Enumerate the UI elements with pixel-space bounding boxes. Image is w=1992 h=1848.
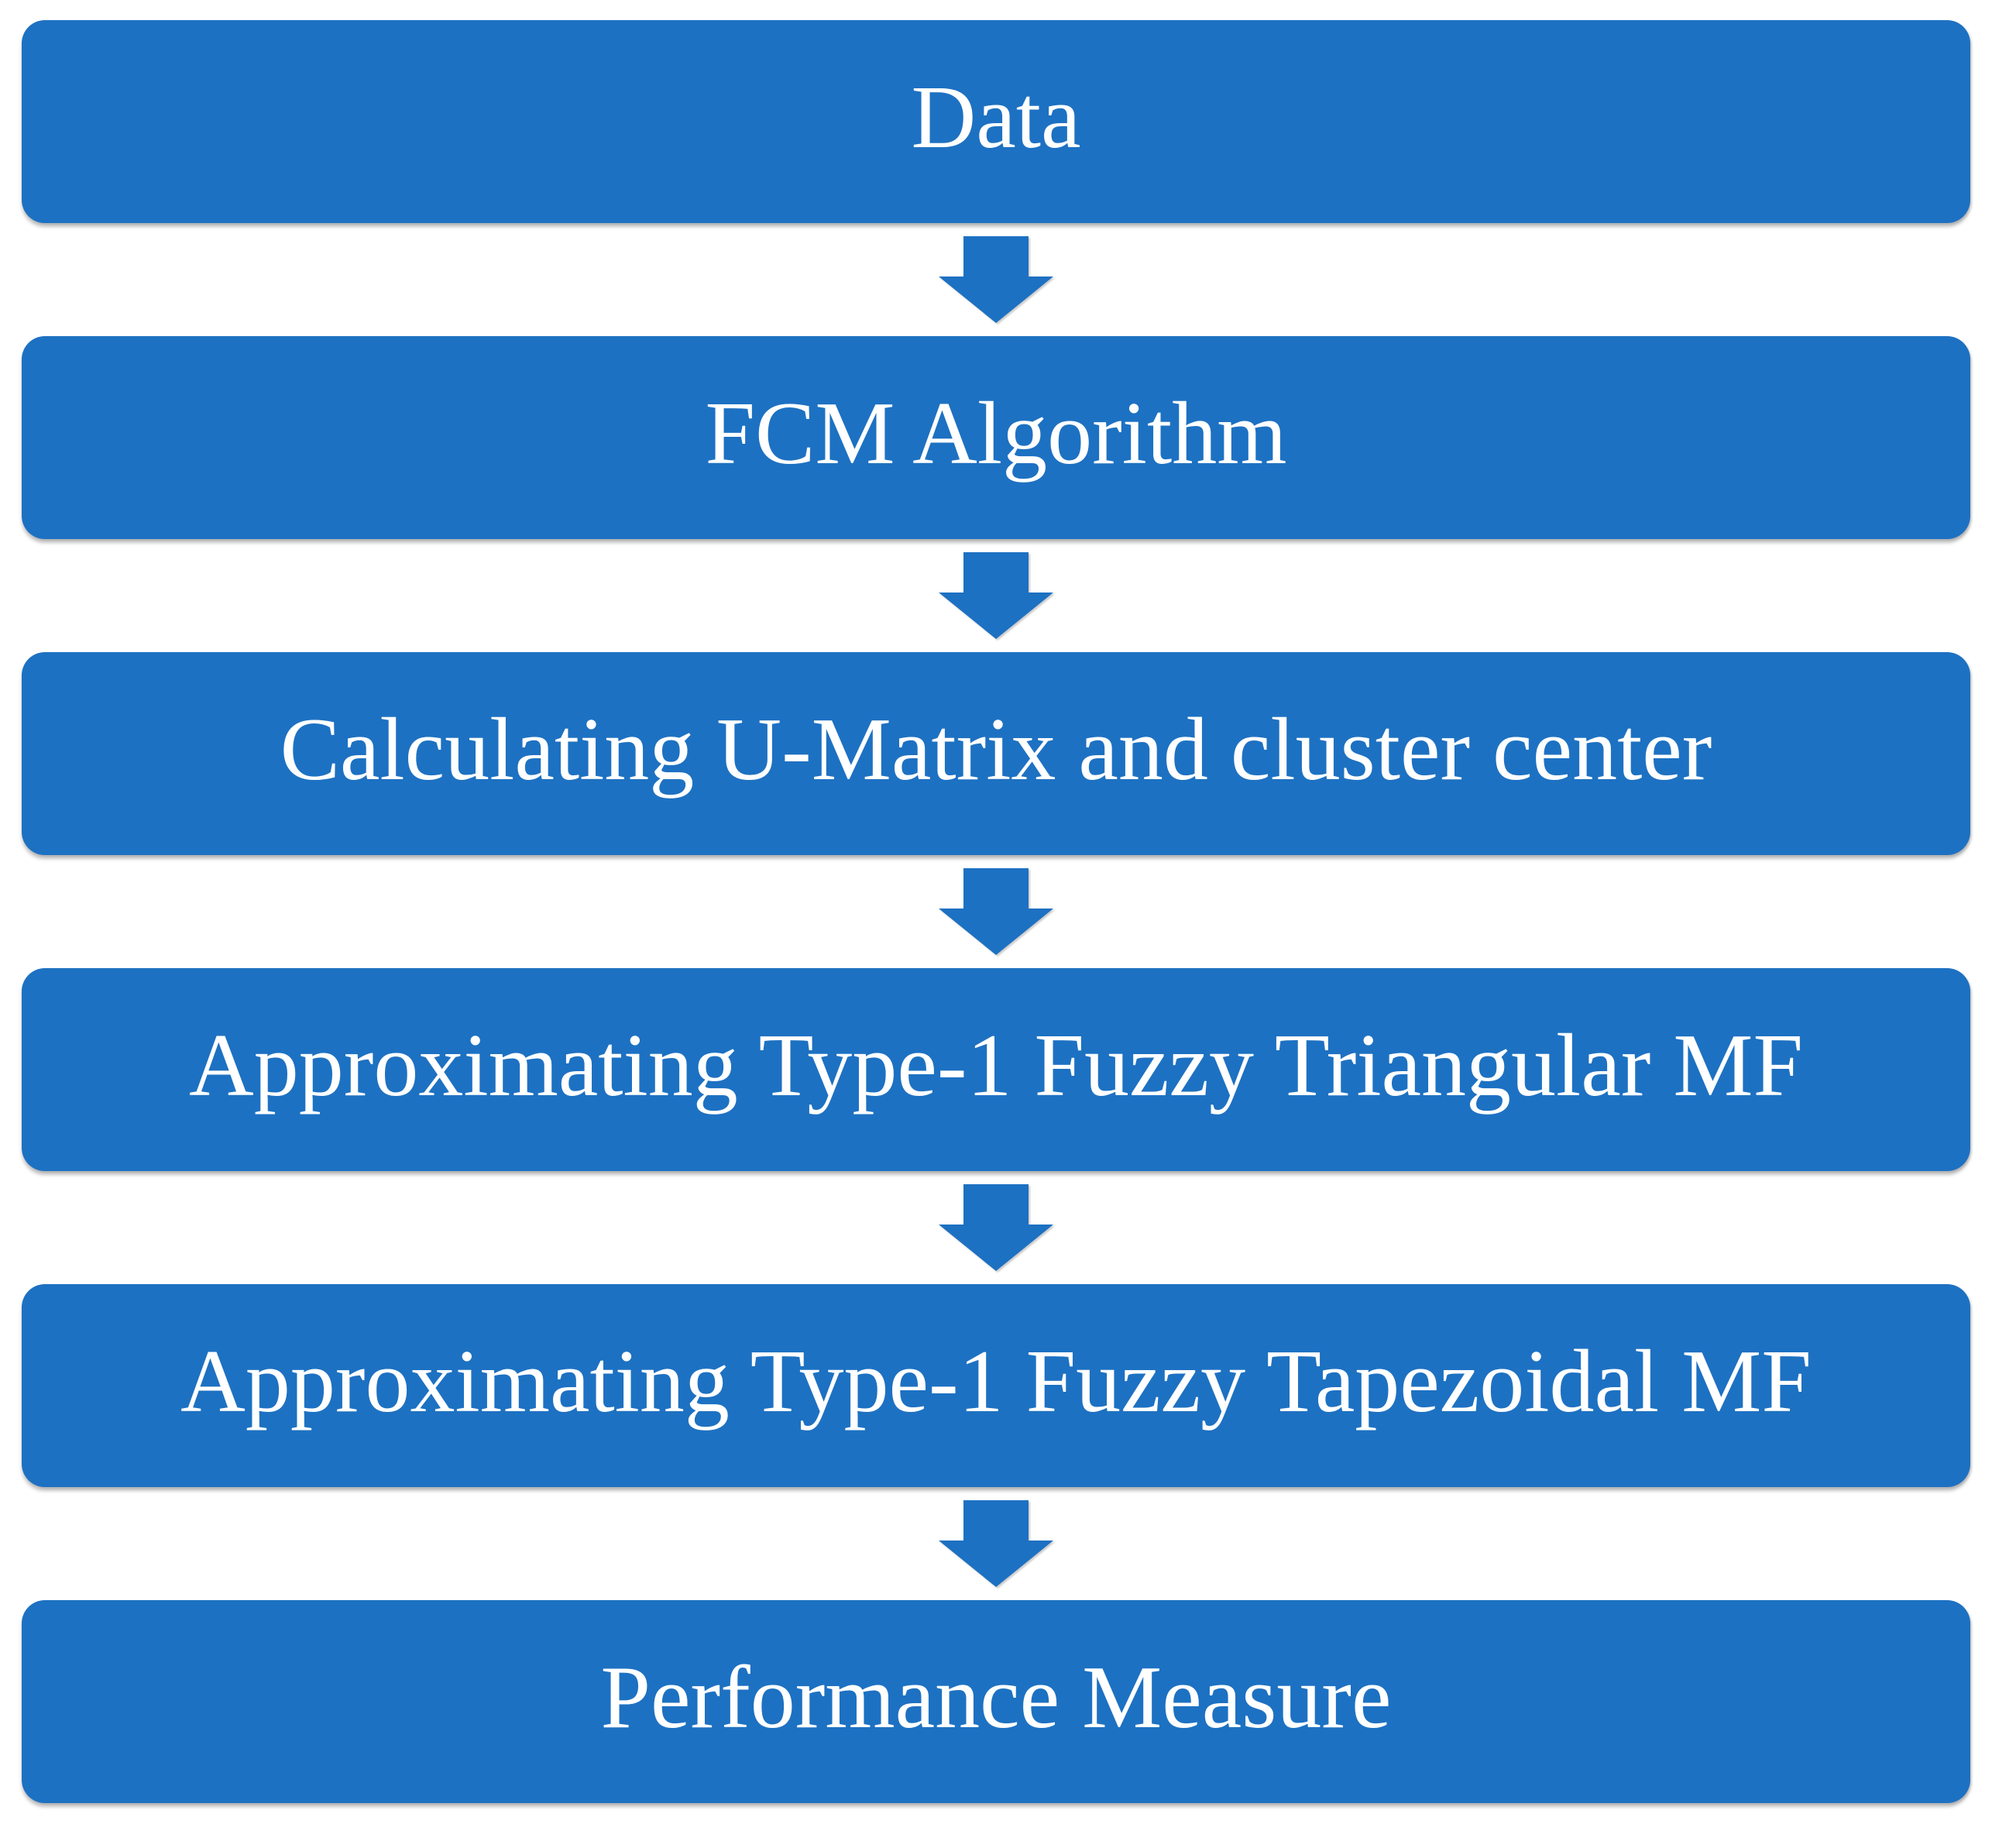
down-arrow-icon (939, 1500, 1053, 1587)
flow-step-fcm-algorithm: FCM Algorithm (22, 336, 1970, 539)
down-arrow-icon (939, 1184, 1053, 1271)
down-arrow-icon (939, 868, 1053, 955)
connector-row (22, 868, 1970, 955)
flow-step-data: Data (22, 20, 1970, 223)
connector-row (22, 1500, 1970, 1587)
flow-step-label: Data (911, 68, 1081, 167)
down-arrow-icon (939, 236, 1053, 323)
down-arrow-icon (939, 552, 1053, 639)
flow-step-label: Performance Measure (600, 1648, 1392, 1747)
flow-step-label: Calculating U-Matrix and cluster center (280, 700, 1712, 799)
flow-step-label: Approximating Type-1 Fuzzy Tapezoidal MF (180, 1332, 1812, 1431)
flow-step-trapezoidal-mf: Approximating Type-1 Fuzzy Tapezoidal MF (22, 1284, 1970, 1487)
flow-step-u-matrix: Calculating U-Matrix and cluster center (22, 652, 1970, 855)
flow-step-performance-measure: Performance Measure (22, 1600, 1970, 1803)
flow-step-triangular-mf: Approximating Type-1 Fuzzy Triangular MF (22, 968, 1970, 1171)
flowchart: Data FCM Algorithm Calculating U-Matrix … (22, 0, 1970, 1803)
connector-row (22, 552, 1970, 639)
connector-row (22, 1184, 1970, 1271)
flow-step-label: FCM Algorithm (705, 384, 1287, 483)
flow-step-label: Approximating Type-1 Fuzzy Triangular MF (188, 1016, 1804, 1115)
connector-row (22, 236, 1970, 323)
